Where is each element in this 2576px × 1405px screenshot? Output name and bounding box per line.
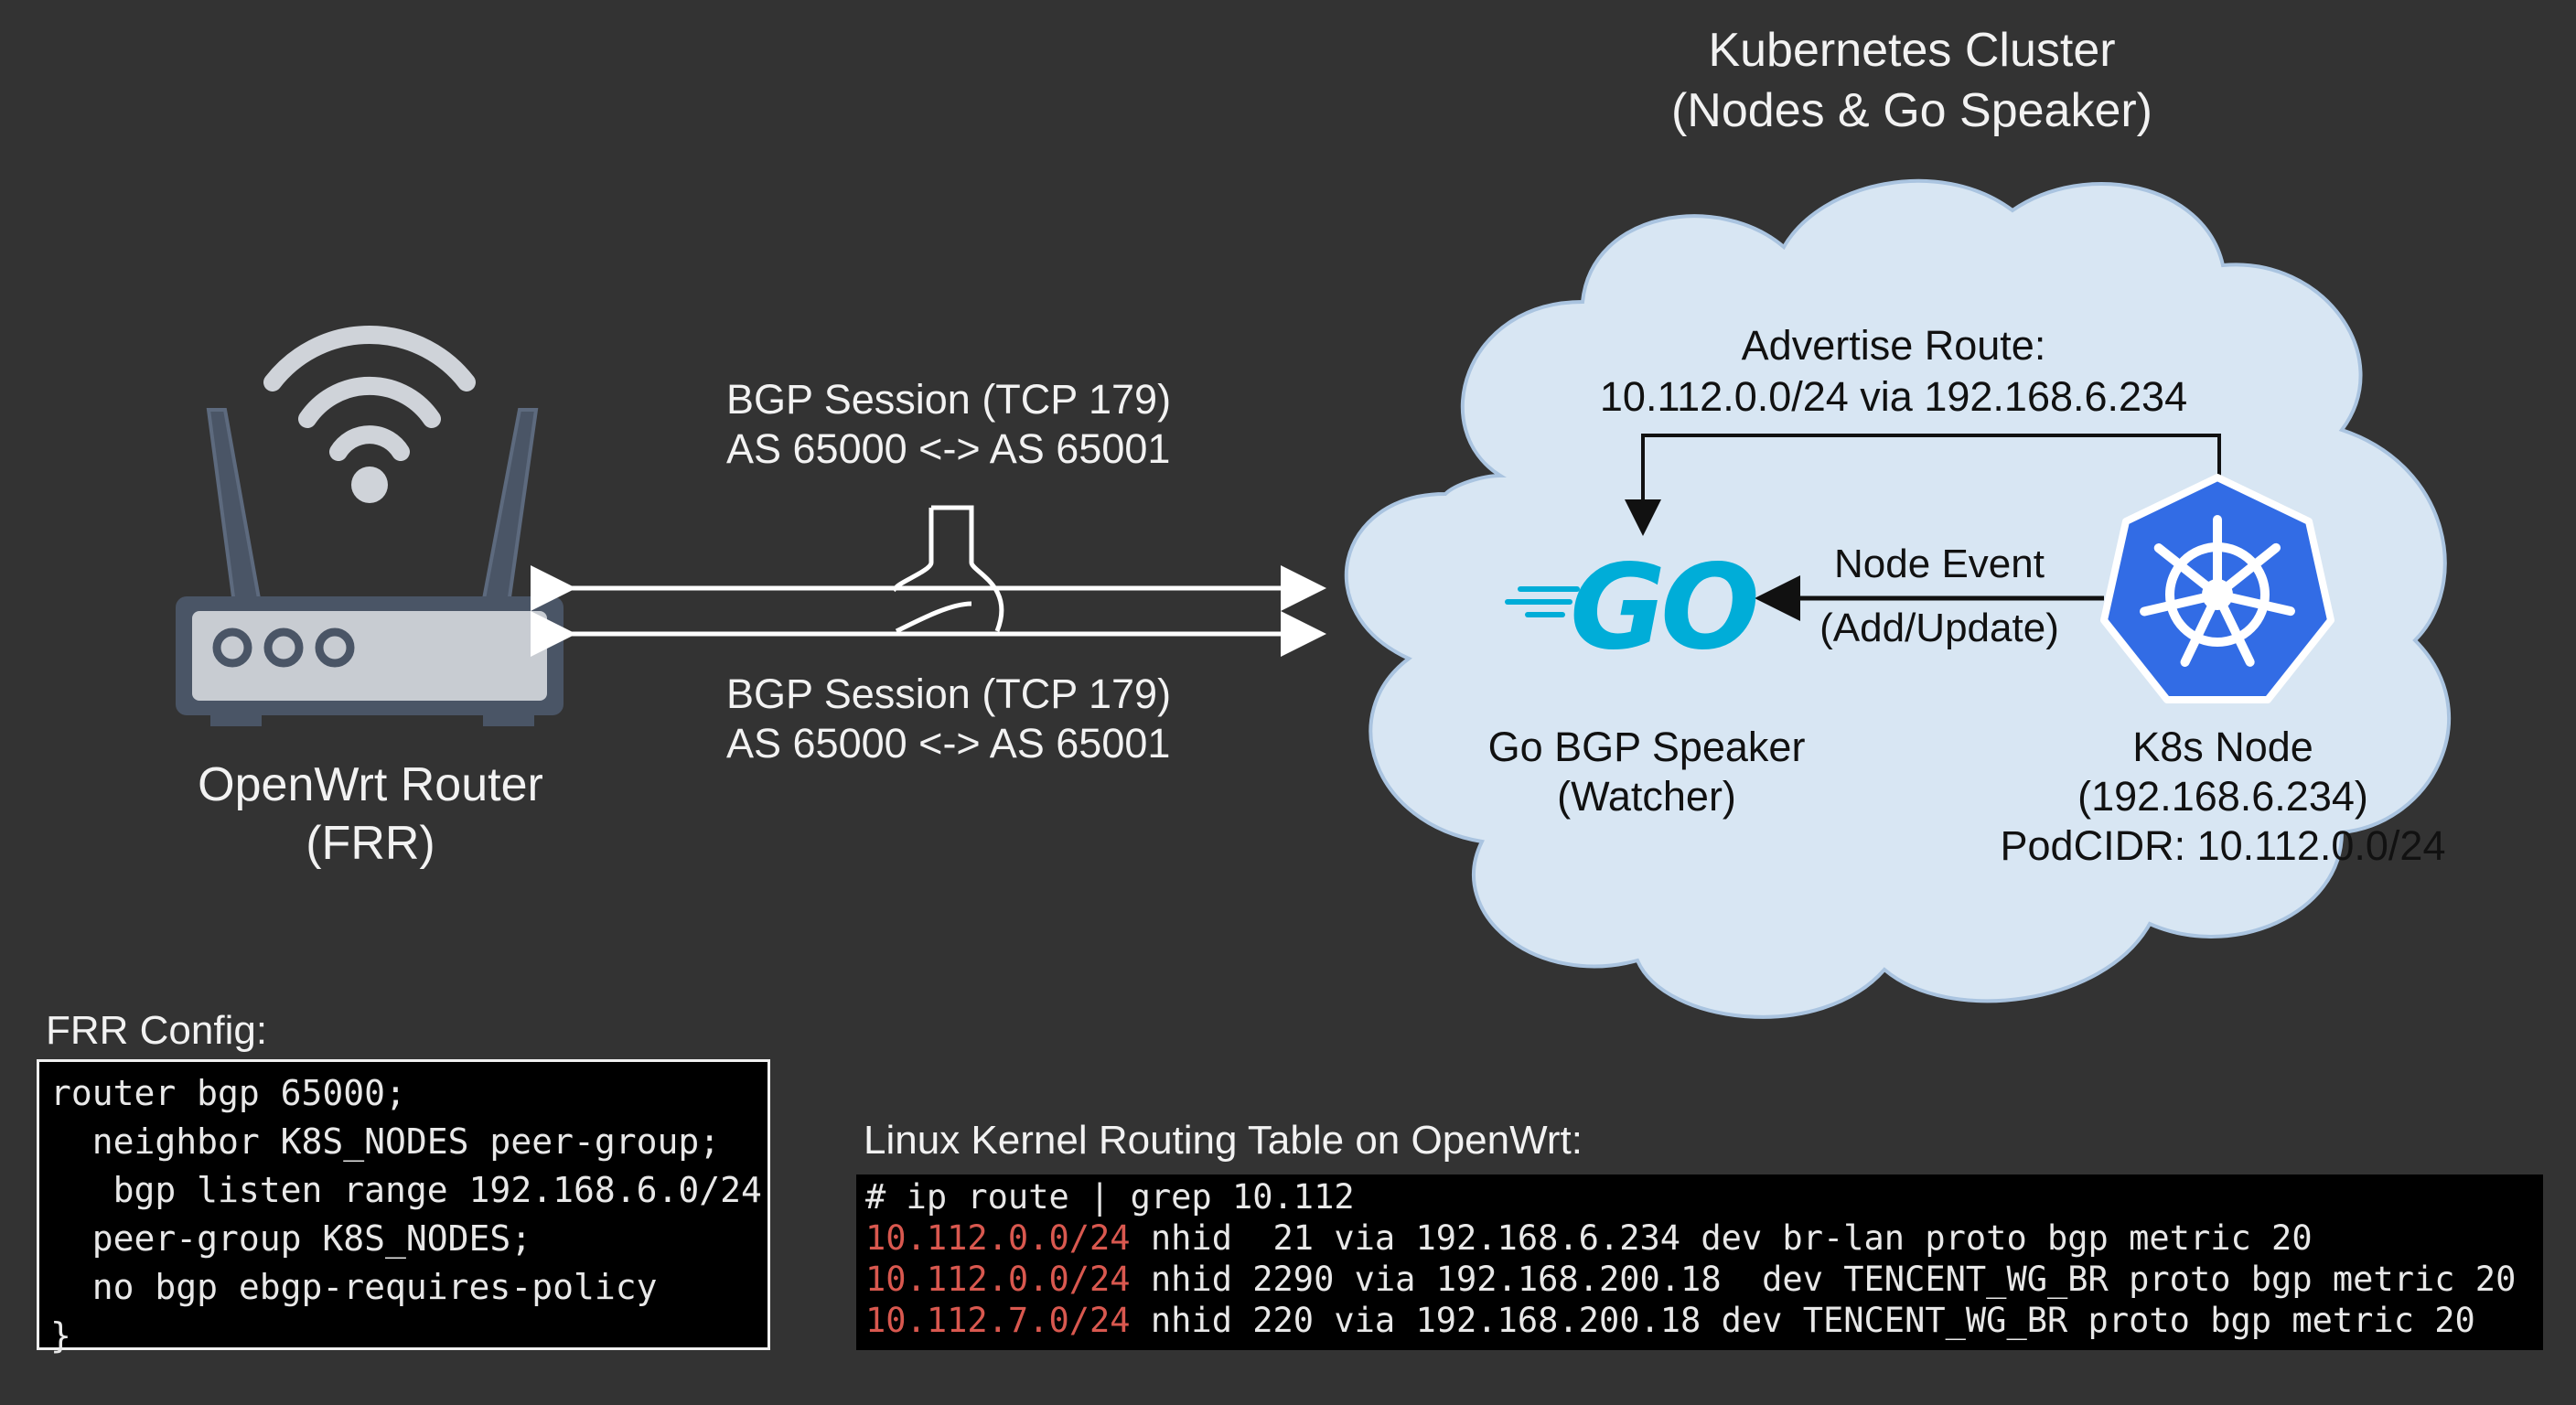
routing-table-terminal: # ip route | grep 10.112 10.112.0.0/24 n…: [856, 1174, 2543, 1350]
k8s-line2: (192.168.6.234): [2077, 773, 2368, 820]
node-event-line2: (Add/Update): [1819, 606, 2059, 650]
go-logo-text: GO: [1570, 540, 1756, 676]
advertise-line2: 10.112.0.0/24 via 192.168.6.234: [1599, 373, 2188, 420]
bgp-session-label-top: BGP Session (TCP 179) AS 65000 <-> AS 65…: [726, 375, 1171, 474]
code-line: no bgp ebgp-requires-policy: [50, 1267, 658, 1307]
go-speaker-label: Go BGP Speaker (Watcher): [1445, 723, 1848, 821]
speaker-line1: Go BGP Speaker: [1487, 724, 1806, 770]
wifi-icon: [263, 325, 476, 503]
routing-table-title: Linux Kernel Routing Table on OpenWrt:: [864, 1118, 1583, 1163]
cluster-title-line2: (Nodes & Go Speaker): [1670, 84, 2153, 137]
router-label-line2: (FRR): [306, 817, 435, 870]
session-line2: AS 65000 <-> AS 65001: [726, 720, 1171, 767]
cluster-title-line1: Kubernetes Cluster: [1708, 24, 2116, 77]
router-icon: [176, 408, 564, 726]
advertise-route-label: Advertise Route: 10.112.0.0/24 via 192.1…: [1537, 320, 2250, 423]
advertise-route-arrow: [1625, 434, 2221, 536]
route-row: 10.112.0.0/24 nhid 2290 via 192.168.200.…: [865, 1259, 2534, 1300]
session-line2: AS 65000 <-> AS 65001: [726, 425, 1171, 472]
route-row: 10.112.7.0/24 nhid 220 via 192.168.200.1…: [865, 1300, 2534, 1341]
k8s-node-label: K8s Node (192.168.6.234) PodCIDR: 10.112…: [1958, 723, 2488, 871]
code-line: neighbor K8S_NODES peer-group;: [50, 1121, 721, 1162]
code-line: }: [50, 1315, 71, 1356]
terminal-command: # ip route | grep 10.112: [865, 1177, 1355, 1217]
kubernetes-helm-icon: [2100, 474, 2334, 703]
router-label-line1: OpenWrt Router: [198, 758, 543, 811]
route-prefix: 10.112.0.0/24: [865, 1260, 1131, 1299]
route-details: nhid 21 via 192.168.6.234 dev br-lan pro…: [1130, 1218, 2313, 1258]
bgp-session-arrows: [531, 505, 1326, 657]
code-line: peer-group K8S_NODES;: [50, 1218, 532, 1259]
session-line1: BGP Session (TCP 179): [726, 376, 1172, 423]
speaker-line2: (Watcher): [1557, 773, 1736, 820]
router-label: OpenWrt Router (FRR): [110, 756, 631, 873]
code-line: bgp listen range 192.168.6.0/24: [50, 1170, 762, 1210]
route-row: 10.112.0.0/24 nhid 21 via 192.168.6.234 …: [865, 1217, 2534, 1259]
route-details: nhid 2290 via 192.168.200.18 dev TENCENT…: [1130, 1260, 2517, 1299]
node-event-line1: Node Event: [1834, 542, 2045, 586]
cluster-title: Kubernetes Cluster (Nodes & Go Speaker): [1519, 20, 2305, 141]
frr-config-block: router bgp 65000; neighbor K8S_NODES pee…: [37, 1059, 770, 1356]
go-logo-icon: GO: [1505, 540, 1762, 676]
k8s-line1: K8s Node: [2132, 724, 2313, 770]
route-prefix: 10.112.7.0/24: [865, 1301, 1131, 1340]
session-line1: BGP Session (TCP 179): [726, 670, 1172, 717]
advertise-line1: Advertise Route:: [1741, 322, 2046, 369]
k8s-line3: PodCIDR: 10.112.0.0/24: [2000, 822, 2446, 869]
route-details: nhid 220 via 192.168.200.18 dev TENCENT_…: [1130, 1301, 2475, 1340]
bgp-session-label-bottom: BGP Session (TCP 179) AS 65000 <-> AS 65…: [726, 670, 1171, 768]
route-prefix: 10.112.0.0/24: [865, 1218, 1131, 1258]
code-line: router bgp 65000;: [50, 1073, 406, 1113]
frr-config-title: FRR Config:: [46, 1008, 268, 1053]
node-event-label: Node Event (Add/Update): [1784, 532, 2095, 660]
